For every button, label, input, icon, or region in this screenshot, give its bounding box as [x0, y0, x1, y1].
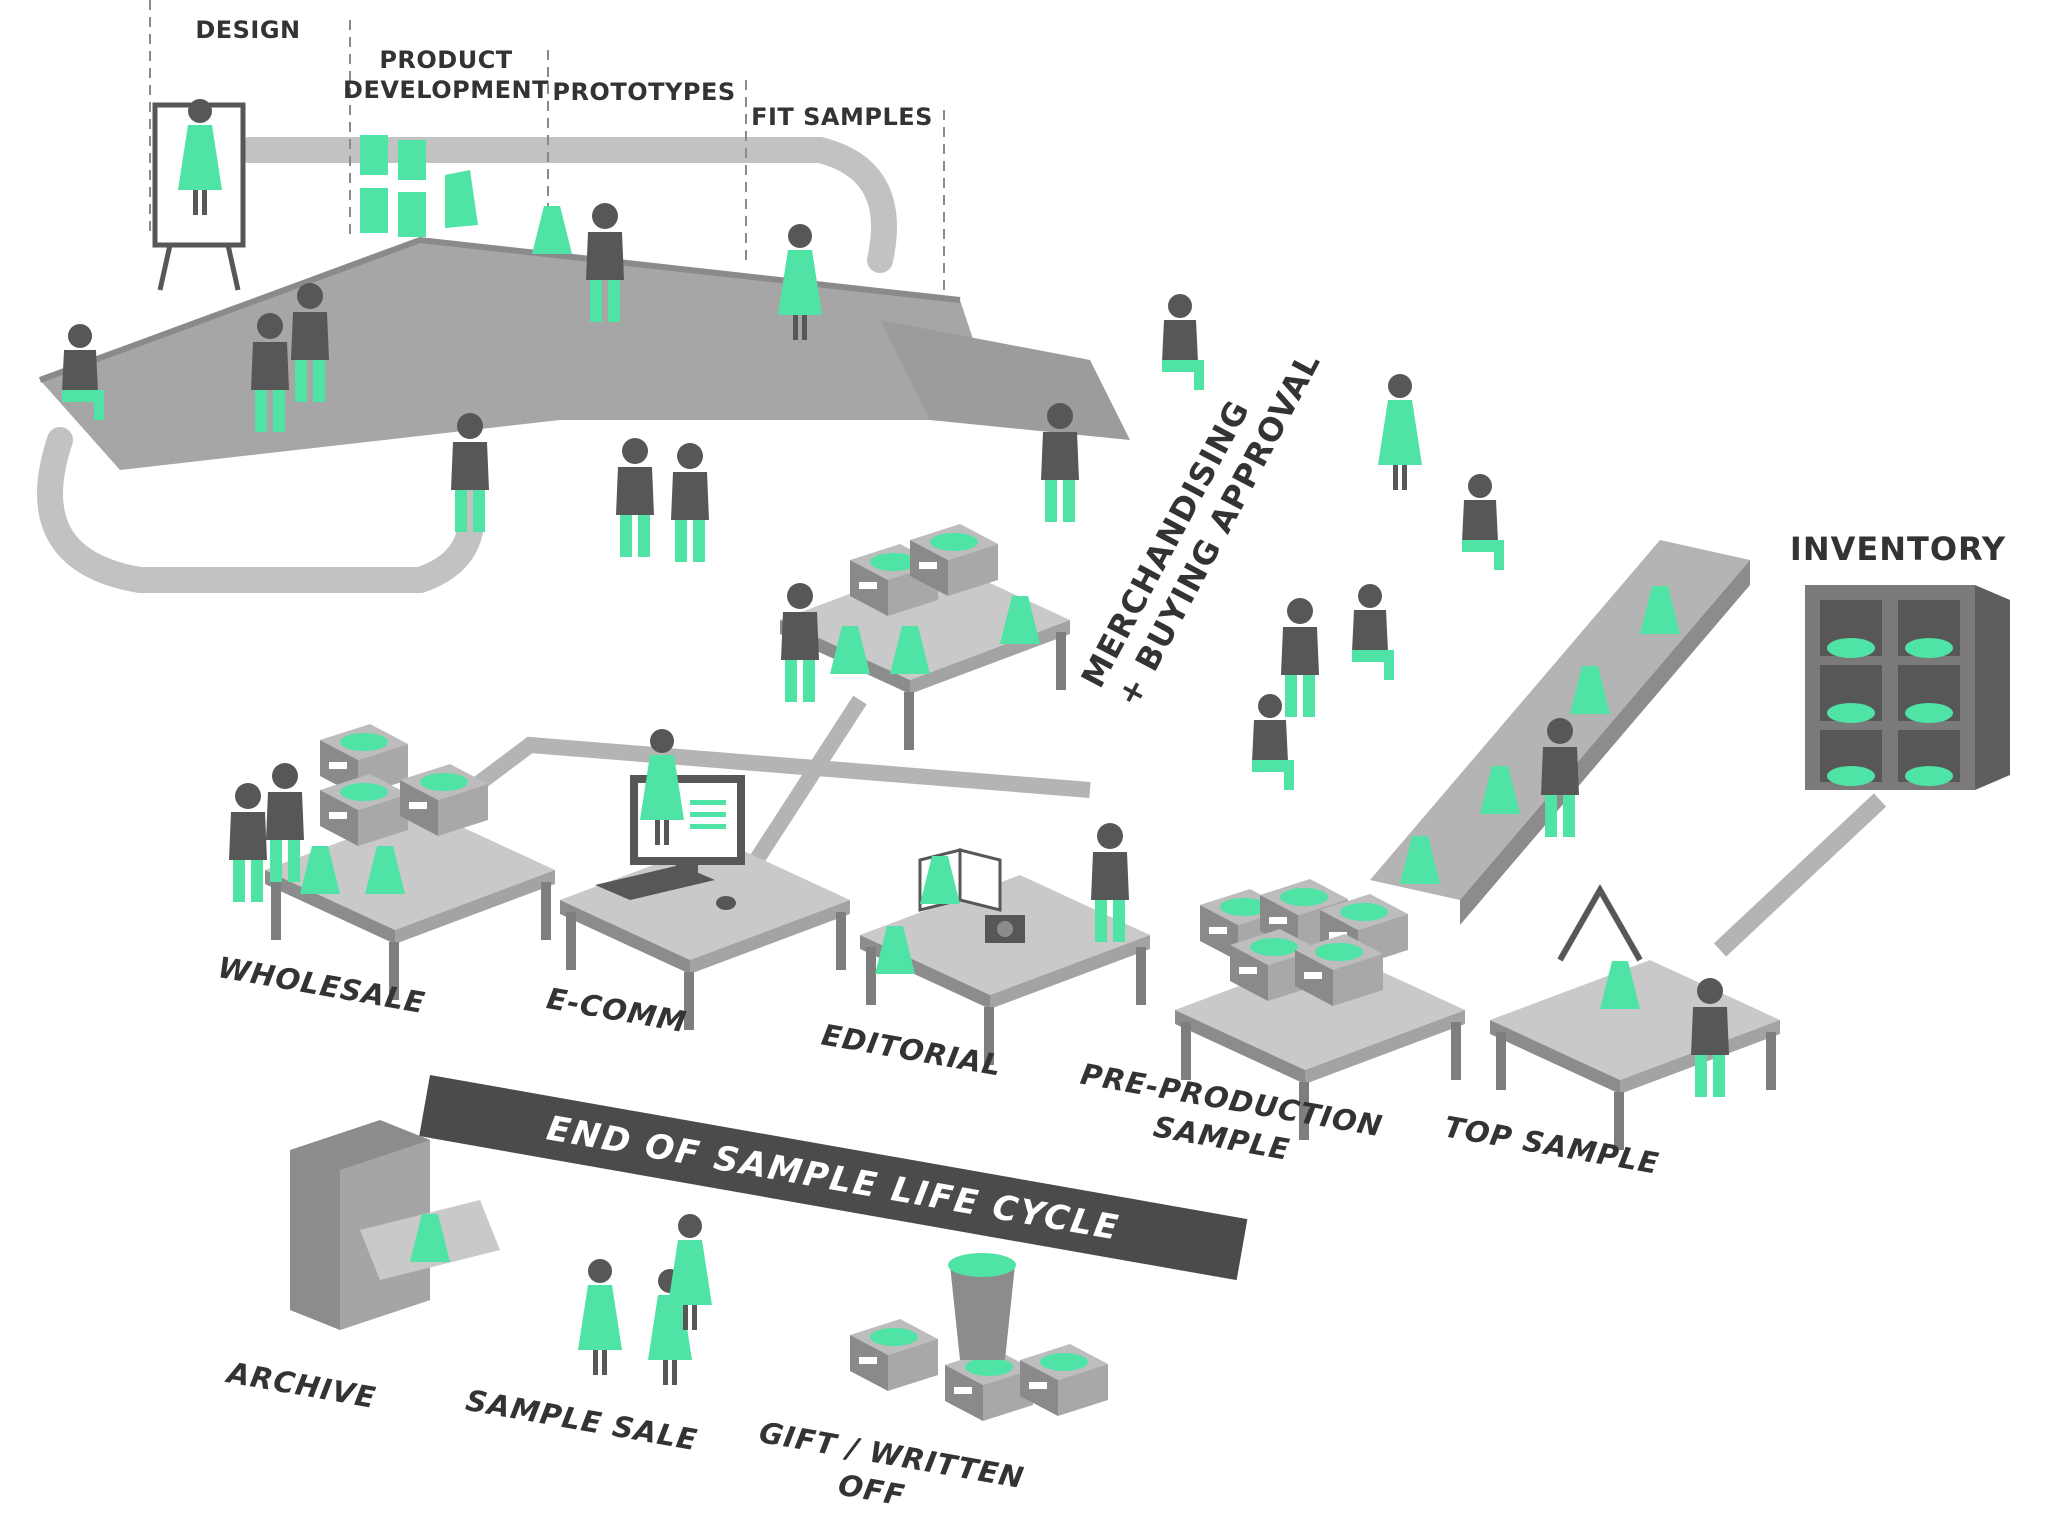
ecomm-monitor	[595, 729, 745, 910]
sewing-person	[1162, 294, 1204, 390]
top-sample-label: TOP SAMPLE	[1442, 1110, 1662, 1181]
camera-icon	[985, 915, 1025, 943]
stage-dividers	[149, 0, 945, 300]
inventory-path	[1713, 793, 1887, 957]
distribution-paths	[465, 695, 1091, 875]
reviewer-person-2	[616, 438, 654, 557]
lamp-icon	[1557, 883, 1643, 962]
svg-text:END OF SAMPLE LIFE CYCLE: END OF SAMPLE LIFE CYCLE	[544, 1108, 1123, 1248]
sewer-1	[1462, 474, 1504, 570]
ecomm-label: E-COMM	[544, 981, 689, 1039]
end-of-cycle-banner: END OF SAMPLE LIFE CYCLE	[419, 1075, 1248, 1281]
reviewer-person-3	[671, 443, 709, 562]
stage-design-label: DESIGN	[195, 16, 300, 44]
inventory-cabinet	[1805, 585, 2010, 790]
top-sample-table	[1490, 960, 1780, 1150]
line-inspector	[1281, 598, 1319, 717]
inventory-label: INVENTORY	[1790, 530, 2006, 568]
stage-prototypes-label: PROTOTYPES	[552, 78, 735, 106]
gift-box-1	[850, 1319, 938, 1391]
design-easel	[152, 99, 246, 291]
gift-box-3	[1020, 1344, 1108, 1416]
stage-product-development-label: PRODUCT	[379, 46, 512, 74]
sample-sale-label: SAMPLE SALE	[463, 1383, 700, 1457]
archive-label: ARCHIVE	[223, 1355, 379, 1415]
magazine	[918, 848, 1002, 912]
archive-cabinet	[290, 1120, 500, 1330]
trash-can-icon	[948, 1253, 1016, 1360]
stage-product-development-label-2: DEVELOPMENT	[343, 76, 549, 104]
editorial-label: EDITORIAL	[819, 1018, 1004, 1083]
stage-fit-samples-label: FIT SAMPLES	[751, 103, 933, 131]
sale-shopper-1	[578, 1259, 622, 1375]
wholesale-buyer	[229, 783, 267, 902]
merchandiser-person	[781, 583, 819, 702]
approval-model	[1378, 374, 1422, 490]
gift-label-2: OFF	[836, 1468, 908, 1513]
pattern-pieces	[360, 135, 478, 237]
sewer-2	[1352, 584, 1394, 680]
prototype-garment	[532, 206, 572, 254]
